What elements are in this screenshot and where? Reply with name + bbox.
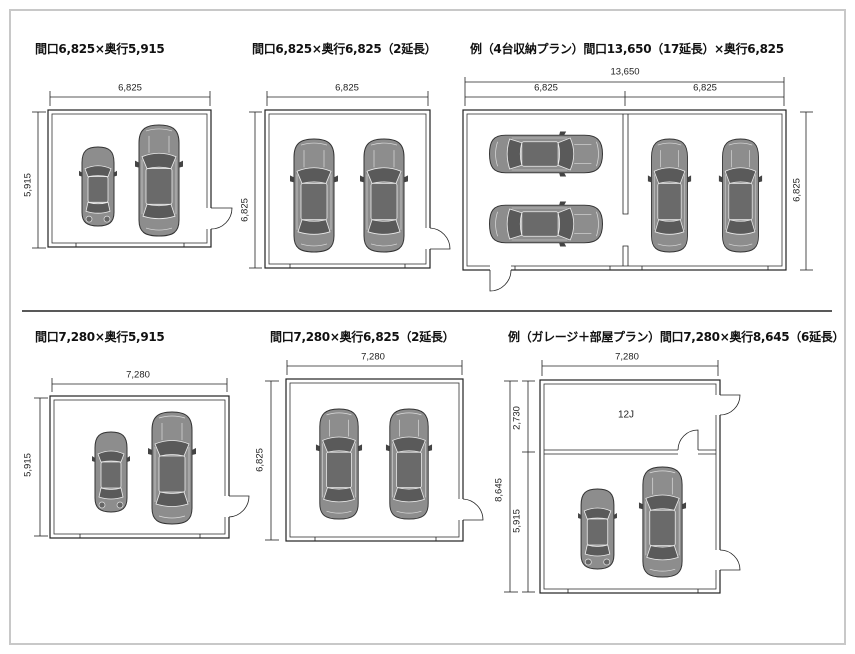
plan-2-depth-label: 6,825 (239, 198, 251, 222)
inner-wall (53, 399, 226, 535)
inner-wall (289, 382, 460, 538)
door-swing-icon (677, 429, 699, 451)
small-car-icon (78, 146, 118, 227)
inner-wall (51, 113, 208, 244)
plan-6-drawing (504, 360, 741, 594)
plan-2-width-label: 6,825 (335, 82, 359, 94)
door-gap (678, 449, 698, 455)
plan-1-depth-label: 5,915 (22, 173, 34, 197)
plan-3-bay-2-width-label: 6,825 (693, 82, 717, 94)
plan-6-title: 例（ガレージ＋部屋プラン）間口7,280×奥行8,645（6延長） (508, 330, 845, 344)
plan-3-bay-1-width-label: 6,825 (534, 82, 558, 94)
small-car-icon (91, 431, 131, 513)
outer-wall (285, 378, 464, 542)
door-gap (490, 265, 511, 272)
plan-6-total-depth-label: 8,645 (493, 478, 505, 502)
plan-3-title: 例（4台収納プラン）間口13,650（17延長）×奥行6,825 (470, 42, 784, 56)
plan-4-title: 間口7,280×奥行5,915 (35, 330, 165, 344)
door-swing-icon (429, 227, 451, 250)
large-car-icon (134, 124, 184, 237)
door-gap (458, 499, 465, 520)
center-partition-wall (622, 114, 629, 266)
outer-wall (47, 109, 212, 248)
large-car-icon (489, 130, 603, 178)
door-swing-icon (489, 269, 512, 292)
large-car-icon (647, 138, 692, 253)
large-car-icon (359, 138, 409, 253)
door-swing-icon (228, 495, 250, 518)
plan-5-width-label: 7,280 (361, 351, 385, 363)
outer-wall (539, 379, 721, 594)
large-car-icon (638, 466, 687, 578)
plan-5-depth-label: 6,825 (254, 448, 266, 472)
plan-3-total-width-label: 13,650 (610, 66, 640, 78)
plan-3-drawing (462, 77, 813, 292)
plan-6-room-depth-label: 2,730 (511, 406, 523, 430)
plan-6-garage-depth-label: 5,915 (511, 509, 523, 533)
door-gap (715, 395, 722, 415)
plan-2-title: 間口6,825×奥行6,825（2延長） (252, 42, 437, 56)
door-gap (425, 228, 432, 249)
small-car-icon (577, 488, 618, 570)
door-gap (206, 208, 213, 229)
plan-4-width-label: 7,280 (126, 369, 150, 381)
door-swing-icon (719, 394, 741, 416)
inner-wall (268, 113, 427, 265)
plan-3-depth-label: 6,825 (791, 178, 803, 202)
door-gap (224, 496, 231, 517)
inner-wall (466, 113, 783, 267)
plan-1-title: 間口6,825×奥行5,915 (35, 42, 165, 56)
plan-4-drawing (34, 378, 250, 539)
large-car-icon (147, 411, 197, 525)
plan-5-drawing (265, 360, 484, 542)
outer-wall (49, 395, 230, 539)
plan-1-width-label: 6,825 (118, 82, 142, 94)
large-car-icon (385, 408, 433, 520)
outer-wall (264, 109, 431, 269)
plan-6-room-size-label: 12J (617, 409, 635, 421)
large-car-icon (718, 138, 763, 253)
large-car-icon (315, 408, 363, 520)
page-frame (9, 9, 846, 645)
plan-6-width-label: 7,280 (615, 351, 639, 363)
door-swing-icon (210, 207, 233, 230)
plan-2-drawing (249, 91, 451, 269)
large-car-icon (489, 200, 603, 248)
inner-wall (543, 383, 717, 590)
door-swing-icon (462, 498, 484, 521)
plan-4-depth-label: 5,915 (22, 453, 34, 477)
plan-1-drawing (32, 91, 233, 249)
large-car-icon (289, 138, 339, 253)
door-swing-icon (719, 549, 741, 571)
plan-5-title: 間口7,280×奥行6,825（2延長） (270, 330, 455, 344)
door-gap (715, 550, 722, 570)
